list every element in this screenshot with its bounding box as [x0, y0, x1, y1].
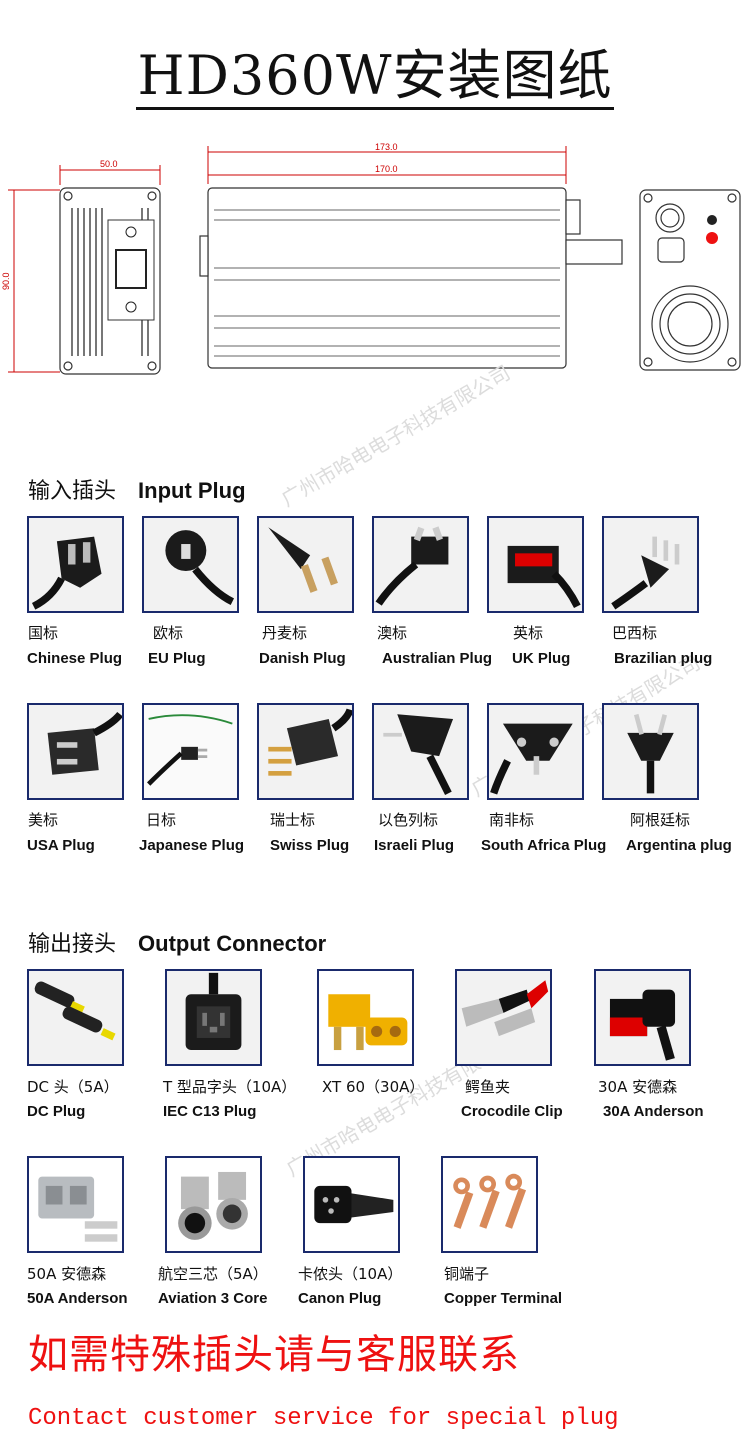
thumb-uk-plug: [487, 516, 584, 613]
thumb-australian-plug: [372, 516, 469, 613]
label-cn: 以色列标: [378, 811, 439, 829]
swiss-plug-icon: [268, 708, 352, 776]
output-title-cn: 输出接头: [28, 932, 117, 957]
israeli-plug-icon: [383, 714, 454, 796]
argentina-plug-icon: [627, 713, 674, 794]
chinese-plug-icon: [31, 536, 102, 610]
label-en: Australian Plug: [382, 650, 493, 667]
thumb-copper-terminal: [441, 1156, 538, 1253]
thumb-israeli-plug: [372, 703, 469, 800]
dim-height-90: 90.0: [1, 272, 11, 290]
output-section-title: 输出接头 Output Connector: [28, 926, 326, 958]
30a-anderson-icon: [609, 989, 676, 1061]
label-en: IEC C13 Plug: [163, 1103, 257, 1120]
brazilian-plug-icon: [611, 536, 680, 610]
label-cn: 欧标: [153, 624, 184, 642]
crocodile-clip-icon: [461, 980, 549, 1037]
japanese-plug-icon: [147, 714, 233, 786]
50a-anderson-icon: [38, 1176, 118, 1242]
label-cn: 50A 安德森: [27, 1265, 107, 1283]
label-en: Brazilian plug: [614, 650, 713, 667]
label-cn: 美标: [28, 811, 59, 829]
label-en: 30A Anderson: [603, 1103, 704, 1120]
dim-width-50: 50.0: [100, 159, 118, 169]
label-en: Japanese Plug: [139, 837, 245, 854]
label-cn: 卡侬头（10A）: [298, 1265, 403, 1283]
page-title-text: HD360W安装图纸: [135, 44, 615, 110]
label-en: Swiss Plug: [270, 837, 350, 854]
footer-contact-en: Contact customer service for special plu…: [28, 1405, 619, 1432]
thumb-iec-c13-plug: [165, 969, 262, 1066]
thumb-usa-plug: [27, 703, 124, 800]
label-cn: 巴西标: [612, 624, 658, 642]
thumb-argentina-plug: [602, 703, 699, 800]
label-cn: 瑞士标: [270, 811, 316, 829]
label-cn: 铜端子: [444, 1265, 490, 1283]
thumb-dc-plug: [27, 969, 124, 1066]
aviation-connector-icon: [178, 1171, 248, 1240]
label-cn: T 型品字头（10A）: [163, 1078, 297, 1096]
input-title-cn: 输入插头: [28, 479, 117, 504]
label-cn: 国标: [28, 624, 59, 642]
thumb-50a-anderson: [27, 1156, 124, 1253]
australian-plug-icon: [375, 526, 449, 606]
thumb-eu-plug: [142, 516, 239, 613]
label-en: Chinese Plug: [27, 650, 123, 667]
xt60-icon: [328, 994, 408, 1051]
usa-plug-icon: [47, 711, 122, 775]
thumb-xt60: [317, 969, 414, 1066]
thumb-japanese-plug: [142, 703, 239, 800]
thumb-crocodile-clip: [455, 969, 552, 1066]
label-en: South Africa Plug: [481, 837, 607, 854]
label-cn: 澳标: [377, 624, 408, 642]
thumb-danish-plug: [257, 516, 354, 613]
thumb-south-africa-plug: [487, 703, 584, 800]
label-en: USA Plug: [27, 837, 95, 854]
iec-c13-plug-icon: [185, 972, 242, 1051]
label-en: Copper Terminal: [444, 1290, 563, 1307]
south-africa-plug-icon: [490, 723, 573, 795]
label-cn: 南非标: [489, 811, 535, 829]
label-cn: 英标: [513, 624, 544, 642]
dim-length-173: 173.0: [375, 142, 398, 152]
thumb-aviation-3-core: [165, 1156, 262, 1253]
thumb-canon-plug: [303, 1156, 400, 1253]
label-en: UK Plug: [512, 650, 571, 667]
output-title-en: Output Connector: [138, 931, 327, 956]
thumb-chinese-plug: [27, 516, 124, 613]
uk-plug-icon: [507, 545, 581, 609]
thumb-swiss-plug: [257, 703, 354, 800]
label-en: Danish Plug: [259, 650, 346, 667]
canon-plug-icon: [314, 1185, 394, 1224]
thumb-30a-anderson: [594, 969, 691, 1066]
label-en: 50A Anderson: [27, 1290, 128, 1307]
label-cn: 丹麦标: [262, 624, 308, 642]
label-cn: 阿根廷标: [630, 811, 691, 829]
thumb-brazilian-plug: [602, 516, 699, 613]
dim-length-170: 170.0: [375, 164, 398, 174]
footer-contact-cn: 如需特殊插头请与客服联系: [28, 1332, 520, 1378]
danish-plug-icon: [268, 527, 338, 593]
label-en: EU Plug: [148, 650, 206, 667]
label-en: Crocodile Clip: [461, 1103, 563, 1120]
label-en: Argentina plug: [626, 837, 732, 854]
copper-terminal-icon: [453, 1173, 527, 1229]
drawing-svg: 50.0 90.0 173.0 170.0: [1, 142, 741, 375]
eu-plug-icon: [165, 530, 235, 606]
label-en: Canon Plug: [298, 1290, 382, 1307]
installation-drawing: 50.0 90.0 173.0 170.0: [0, 140, 750, 390]
label-en: DC Plug: [27, 1103, 86, 1120]
label-cn: DC 头（5A）: [27, 1078, 119, 1096]
input-title-en: Input Plug: [138, 478, 246, 503]
page-title: HD360W安装图纸: [0, 44, 750, 110]
label-cn: 鳄鱼夹: [465, 1078, 511, 1096]
label-en: Aviation 3 Core: [158, 1290, 268, 1307]
label-en: Israeli Plug: [374, 837, 455, 854]
input-section-title: 输入插头 Input Plug: [28, 473, 246, 505]
dc-plug-icon: [34, 981, 116, 1041]
label-cn: 30A 安德森: [598, 1078, 678, 1096]
label-cn: 航空三芯（5A）: [158, 1265, 268, 1283]
label-cn: XT 60（30A）: [322, 1078, 425, 1096]
label-cn: 日标: [146, 811, 177, 829]
